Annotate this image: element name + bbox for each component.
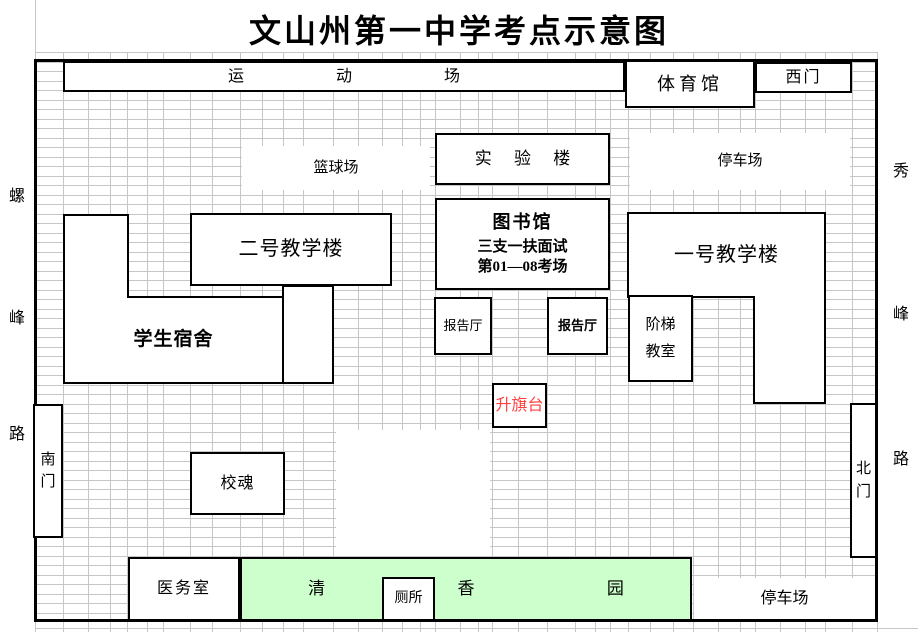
dormitory-corridor-outline — [282, 285, 334, 384]
road-right-char-2: 峰 — [892, 306, 909, 323]
garden-char-3: 园 — [606, 579, 624, 599]
building-no1-label: 一号教学楼 — [674, 243, 779, 266]
basketball-court: 篮球场 — [313, 159, 359, 176]
parking-lot-bottom: 停车场 — [760, 589, 809, 607]
school-soul: 校魂 — [190, 452, 285, 515]
stepped-classroom: 阶梯教室 — [628, 295, 693, 382]
merged-cell-patches — [242, 133, 875, 619]
library-name: 图书馆 — [492, 212, 553, 232]
road-left-char-2: 峰 — [8, 310, 25, 327]
building-no2: 二号教学楼 — [190, 213, 392, 286]
lecture-hall-left: 报告厅 — [434, 297, 492, 355]
lab-building: 实 验 楼 — [435, 133, 610, 185]
west-gate: 西门 — [755, 62, 852, 93]
garden-char-2: 香 — [457, 579, 475, 599]
gymnasium: 体育馆 — [625, 60, 755, 108]
lecture-hall-right: 报告厅 — [547, 297, 608, 355]
garden: 清 香 园 — [240, 557, 692, 621]
parking-lot-top: 停车场 — [717, 153, 763, 170]
dormitory-label: 学生宿舍 — [133, 329, 214, 351]
library-exam-rooms: 第01—08考场 — [477, 259, 568, 276]
map-title: 文山州第一中学考点示意图 — [248, 13, 669, 49]
north-gate: 北门 — [850, 403, 877, 558]
library-exam-event: 三支一扶面试 — [477, 238, 568, 255]
road-right-char-3: 路 — [892, 451, 909, 468]
flag-platform: 升旗台 — [492, 383, 547, 428]
toilet: 厕所 — [382, 577, 435, 621]
medical-room: 医务室 — [128, 557, 240, 621]
road-right-char-1: 秀 — [892, 163, 909, 180]
road-left-char-3: 路 — [8, 426, 25, 443]
garden-char-1: 清 — [308, 579, 326, 599]
library: 图书馆 三支一扶面试 第01—08考场 — [435, 198, 610, 290]
south-gate: 南门 — [33, 404, 63, 538]
road-left-char-1: 螺 — [8, 188, 25, 205]
sports-field: 运 动 场 — [63, 61, 625, 92]
